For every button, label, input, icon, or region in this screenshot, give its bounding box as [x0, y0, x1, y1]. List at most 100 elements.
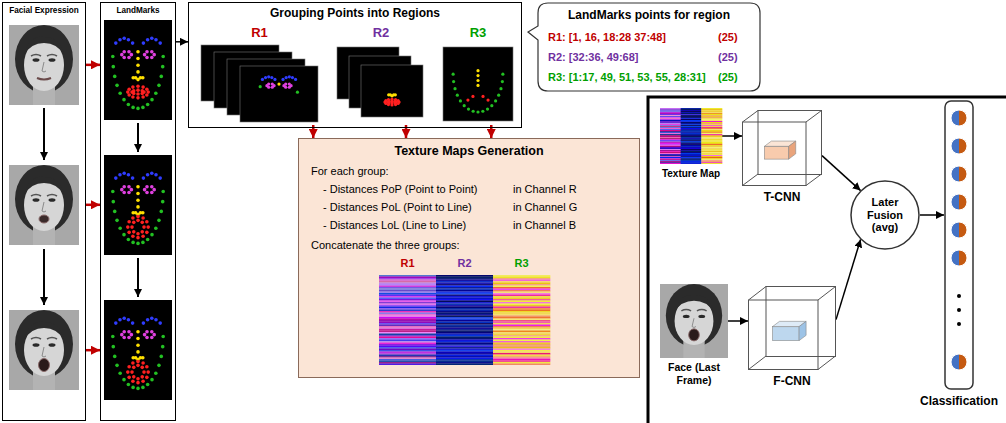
landmark-dot: [136, 387, 140, 391]
landmark-dot: [157, 84, 161, 88]
texture-row: [701, 113, 722, 114]
texture-row: [701, 138, 722, 139]
landmark-dot: [471, 95, 474, 98]
texture-row: [660, 118, 681, 119]
texture-row: [436, 343, 493, 345]
landmark-dot: [466, 99, 469, 102]
texture-row: [660, 116, 681, 117]
landmark-dot: [141, 356, 145, 360]
texture-row: [660, 157, 681, 158]
face-image: Face (Last Frame): [660, 284, 728, 358]
landmark-dot: [127, 220, 131, 224]
texture-row: [493, 355, 550, 357]
photo-ground: [660, 284, 728, 358]
texture-row: [379, 341, 436, 343]
landmark-dot: [136, 85, 140, 89]
landmark-dot: [270, 76, 273, 79]
landmark-dot: [161, 345, 165, 349]
landmark-dot: [131, 176, 135, 180]
landmark-dot: [146, 225, 150, 229]
texture-row: [681, 141, 702, 142]
texture-row: [436, 319, 493, 321]
landmark-dot: [131, 95, 135, 99]
texture-row: [379, 361, 436, 363]
texture-row: [681, 128, 702, 129]
landmark-dot: [131, 386, 135, 390]
texture-row: [701, 128, 722, 129]
landmark-dot: [452, 73, 455, 76]
landmark-dot: [277, 83, 280, 86]
texture-row: [436, 349, 493, 351]
class-icon-half: [951, 166, 959, 182]
node-title: Later Fusion (avg): [856, 196, 914, 234]
node-title: LandMarks points for region: [538, 8, 760, 22]
texture-row: [379, 334, 436, 336]
texture-row: [681, 109, 702, 110]
texture-row: [701, 135, 722, 136]
landmark-dot: [152, 188, 156, 192]
landmark-dot: [111, 55, 115, 59]
texture-row: [493, 322, 550, 324]
landmark-dot: [131, 41, 135, 45]
landmark-dot: [127, 103, 131, 107]
class-icon-ring: [951, 194, 967, 210]
eyebrow: [47, 338, 57, 340]
texture-row: [660, 138, 681, 139]
node-text: in Channel R: [513, 183, 577, 196]
class-icon-ring: [951, 354, 967, 370]
landmark-dot: [141, 234, 145, 238]
texture-row: [493, 320, 550, 322]
cube-edge: [818, 287, 836, 301]
texture-row: [436, 295, 493, 297]
texture-row: [681, 131, 702, 132]
landmark-dot: [136, 57, 140, 61]
mouth: [689, 329, 700, 341]
fusion-circle: Later Fusion (avg): [850, 180, 920, 250]
texture-row: [681, 125, 702, 126]
landmark-dot: [476, 69, 479, 72]
class-icon-half: [959, 250, 967, 266]
panel-box: LandMarks: [100, 2, 176, 421]
eyebrow: [681, 309, 691, 310]
texture-row: [436, 356, 493, 358]
landmark-dot: [146, 238, 150, 242]
landmark-dot: [130, 53, 134, 57]
class-icon-half: [951, 222, 959, 238]
texture-row: [681, 127, 702, 128]
texture-row: [493, 293, 550, 295]
landmark-dot: [150, 330, 154, 334]
texture-row: [379, 355, 436, 357]
texture-row: [436, 335, 493, 337]
landmark-dot: [136, 242, 140, 246]
texture-row: [701, 134, 722, 135]
landmark-dot: [476, 74, 479, 77]
texture-row: [701, 123, 722, 124]
texture-row: [436, 353, 493, 355]
texture-row: [681, 150, 702, 151]
landmark-dot: [291, 76, 294, 79]
ellipsis-dot: [957, 294, 961, 298]
landmark-dot: [463, 104, 466, 107]
texture-row: [681, 120, 702, 121]
texture-row: [436, 331, 493, 333]
class-icon-ring: [951, 138, 967, 154]
landmark-dot: [154, 226, 158, 230]
texture-row: [681, 138, 702, 139]
landmark-dot: [131, 379, 135, 383]
landmark-dot: [122, 185, 126, 189]
texture-row: [493, 328, 550, 330]
texture-row: [493, 307, 550, 309]
landmark-dot: [127, 87, 131, 91]
landmark-dot: [136, 330, 140, 334]
texture-row: [681, 133, 702, 134]
face-photo: [660, 284, 728, 358]
landmark-dot: [154, 38, 158, 42]
landmark-dot: [118, 371, 122, 375]
landmark-dot: [150, 233, 154, 237]
texture-row: [701, 118, 722, 119]
texture-row: [660, 111, 681, 112]
node-text: in Channel B: [513, 219, 576, 232]
landmark-dot: [131, 321, 135, 325]
landmark-dot: [494, 99, 497, 102]
landmark-dot: [136, 219, 140, 223]
